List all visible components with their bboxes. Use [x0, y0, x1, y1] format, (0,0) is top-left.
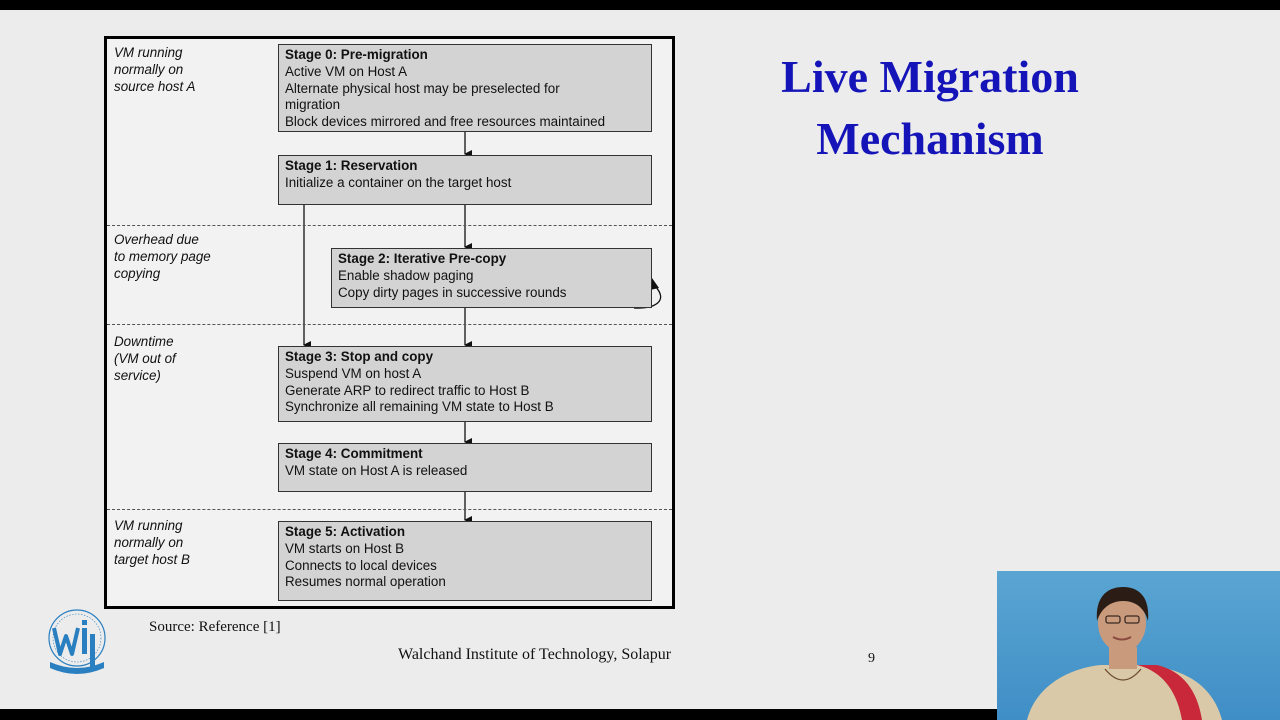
stage-2-box: Stage 2: Iterative Pre-copy Enable shado…: [331, 248, 652, 308]
stage-title: Stage 4: Commitment: [285, 446, 423, 461]
stage-line: Generate ARP to redirect traffic to Host…: [285, 382, 530, 398]
stage-title: Stage 0: Pre-migration: [285, 47, 428, 62]
phase-divider: [107, 225, 672, 226]
stage-title: Stage 2: Iterative Pre-copy: [338, 251, 507, 266]
phase-label-overhead: Overhead due to memory page copying: [114, 232, 211, 281]
stage-line: Resumes normal operation: [285, 574, 446, 590]
stage-line: Suspend VM on host A: [285, 365, 422, 381]
stage-line: Copy dirty pages in successive rounds: [338, 284, 567, 300]
stage-line: Alternate physical host may be preselect…: [285, 80, 560, 96]
stage-line: migration: [285, 97, 341, 113]
stage-title: Stage 1: Reservation: [285, 158, 418, 173]
stage-line: Synchronize all remaining VM state to Ho…: [285, 399, 554, 415]
slide-title-line: Live Migration: [781, 51, 1079, 102]
institute-logo-icon: [48, 609, 106, 674]
stage-4-box: Stage 4: Commitment VM state on Host A i…: [278, 443, 652, 492]
stage-line: VM starts on Host B: [285, 540, 405, 556]
stage-title: Stage 3: Stop and copy: [285, 349, 434, 364]
phase-divider: [107, 324, 672, 325]
slide-title: Live Migration Mechanism: [720, 46, 1140, 170]
phase-label-downtime: Downtime (VM out of service): [114, 334, 176, 383]
stage-0-box: Stage 0: Pre-migration Active VM on Host…: [278, 44, 652, 132]
stage-3-box: Stage 3: Stop and copy Suspend VM on hos…: [278, 346, 652, 422]
source-citation: Source: Reference [1]: [149, 619, 281, 635]
stage-line: Initialize a container on the target hos…: [285, 174, 512, 190]
slide-title-line: Mechanism: [816, 113, 1044, 164]
migration-stages-diagram: VM running normally on source host A Ove…: [104, 36, 675, 609]
stage-line: Enable shadow paging: [338, 267, 474, 283]
stage-title: Stage 5: Activation: [285, 524, 406, 539]
phase-label-source-running: VM running normally on source host A: [114, 45, 196, 94]
page-number: 9: [868, 651, 875, 666]
presenter-figure-icon: [1027, 587, 1222, 720]
stage-1-box: Stage 1: Reservation Initialize a contai…: [278, 155, 652, 205]
presenter-video: [997, 571, 1280, 720]
footer-institution: Walchand Institute of Technology, Solapu…: [398, 646, 672, 663]
stage-line: Active VM on Host A: [285, 63, 408, 79]
phase-divider: [107, 509, 672, 510]
stage-line: VM state on Host A is released: [285, 462, 468, 478]
stage-5-box: Stage 5: Activation VM starts on Host B …: [278, 521, 652, 601]
stage-line: Connects to local devices: [285, 557, 437, 573]
stage-line: Block devices mirrored and free resource…: [285, 114, 606, 130]
phase-label-target-running: VM running normally on target host B: [114, 518, 190, 567]
slide: VM running normally on source host A Ove…: [0, 10, 1280, 720]
